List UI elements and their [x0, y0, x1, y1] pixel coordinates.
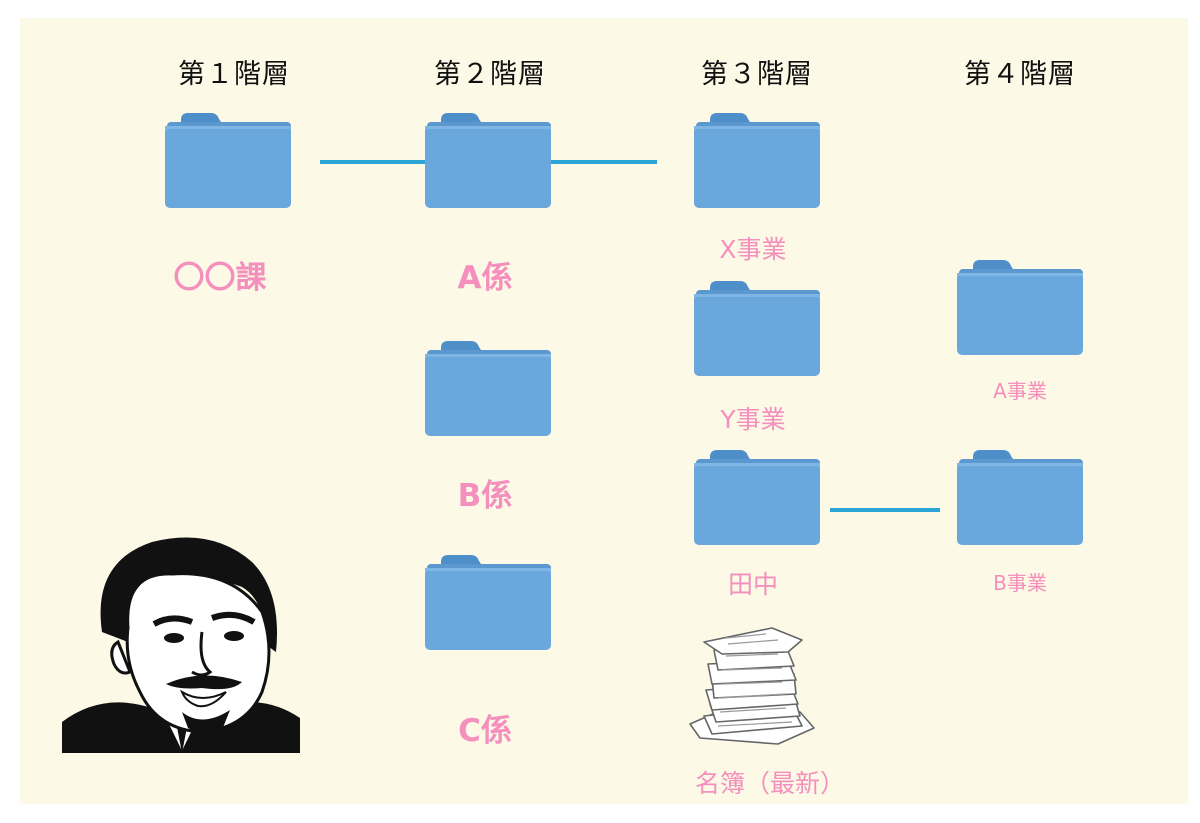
connector-line: [830, 508, 940, 512]
level-1-header: 第１階層: [178, 59, 290, 90]
folder-label-division: 〇〇課: [173, 260, 267, 296]
folder-icon[interactable]: [163, 110, 293, 210]
folder-label-project-x: X事業: [719, 235, 787, 264]
folder-label-section-b: B係: [457, 478, 513, 514]
level-4-header: 第４階層: [964, 59, 1076, 90]
suspicious-man-illustration: [62, 532, 300, 753]
folder-icon[interactable]: [692, 278, 822, 378]
folder-label-project-y: Y事業: [720, 405, 786, 434]
folder-label-section-c: C係: [458, 713, 512, 749]
level-2-header: 第２階層: [434, 59, 546, 90]
folder-label-section-a: A係: [457, 260, 513, 296]
folder-label-project-b: B事業: [993, 571, 1047, 595]
folder-label-tanaka: 田中: [727, 570, 778, 599]
folder-icon[interactable]: [955, 447, 1085, 547]
level-3-header: 第３階層: [701, 59, 813, 90]
folder-icon[interactable]: [955, 257, 1085, 357]
file-label-roster: 名簿（最新）: [694, 769, 845, 798]
folder-icon[interactable]: [692, 447, 822, 547]
folder-label-project-a: A事業: [993, 379, 1047, 403]
folder-icon[interactable]: [423, 552, 553, 652]
paper-pile-icon[interactable]: [682, 620, 822, 748]
folder-icon[interactable]: [423, 338, 553, 438]
folder-icon[interactable]: [423, 110, 553, 210]
folder-icon[interactable]: [692, 110, 822, 210]
